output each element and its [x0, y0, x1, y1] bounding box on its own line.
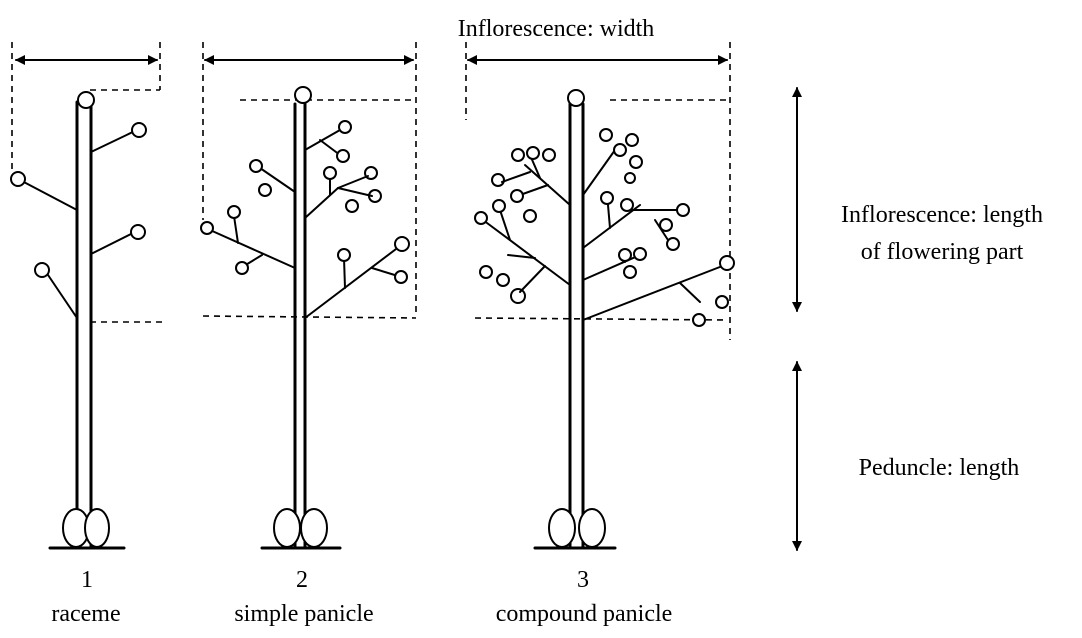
- type-name-1: raceme: [51, 601, 120, 627]
- flower: [659, 218, 673, 232]
- flower: [130, 224, 146, 240]
- flower: [496, 273, 510, 287]
- flower: [633, 247, 647, 261]
- flower: [618, 248, 632, 262]
- raceme-plant: [10, 42, 165, 550]
- flower: [715, 295, 729, 309]
- flower: [474, 211, 488, 225]
- type-name-3: compound panicle: [496, 601, 673, 627]
- flower: [336, 149, 350, 163]
- flower: [666, 237, 680, 251]
- flower: [227, 205, 241, 219]
- flower: [337, 248, 351, 262]
- flower: [625, 133, 639, 147]
- width-label: Inflorescence: width: [458, 16, 655, 42]
- flower: [542, 148, 556, 162]
- flower: [479, 265, 493, 279]
- flower: [77, 91, 95, 109]
- type-name-2: simple panicle: [234, 601, 373, 627]
- flower: [491, 173, 505, 187]
- simple-panicle-plant: [200, 42, 417, 550]
- flower: [510, 288, 526, 304]
- flower: [10, 171, 26, 187]
- flower: [394, 270, 408, 284]
- flower: [692, 313, 706, 327]
- flower: [492, 199, 506, 213]
- flower: [345, 199, 359, 213]
- flower: [235, 261, 249, 275]
- flower: [620, 198, 634, 212]
- flower: [510, 189, 524, 203]
- compound-panicle-plant: [465, 42, 735, 550]
- flower: [623, 265, 637, 279]
- length-label-line2: of flowering part: [861, 239, 1024, 265]
- type-number-3: 3: [577, 567, 589, 593]
- flower: [526, 146, 540, 160]
- flower: [629, 155, 643, 169]
- flower: [567, 89, 585, 107]
- flower: [523, 209, 537, 223]
- flower: [294, 86, 312, 104]
- flower: [676, 203, 690, 217]
- flower: [599, 128, 613, 142]
- flower: [34, 262, 50, 278]
- flower: [338, 120, 352, 134]
- flower: [394, 236, 410, 252]
- flower: [249, 159, 263, 173]
- length-label-line1: Inflorescence: length: [841, 202, 1043, 228]
- flower: [323, 166, 337, 180]
- flower: [613, 143, 627, 157]
- peduncle-label: Peduncle: length: [859, 455, 1020, 481]
- flower: [258, 183, 272, 197]
- flower: [511, 148, 525, 162]
- flower: [600, 191, 614, 205]
- flower: [131, 122, 147, 138]
- type-number-1: 1: [81, 567, 93, 593]
- type-number-2: 2: [296, 567, 308, 593]
- flower: [200, 221, 214, 235]
- flower: [719, 255, 735, 271]
- flower: [624, 172, 636, 184]
